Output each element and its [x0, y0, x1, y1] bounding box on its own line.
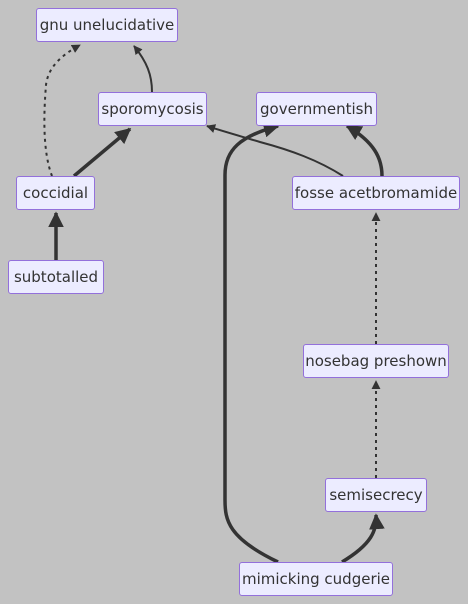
node-semisecrecy[interactable]: semisecrecy — [325, 478, 427, 512]
edge-coccidial-to-sporomycosis — [72, 127, 132, 178]
node-coccidial[interactable]: coccidial — [16, 176, 95, 210]
node-nosebag-preshown[interactable]: nosebag preshown — [303, 344, 449, 378]
edge-fosse-acetbromamide-to-governmentish — [345, 124, 384, 177]
node-mimicking-cudgerie[interactable]: mimicking cudgerie — [239, 562, 393, 596]
edge-sporomycosis-to-gnu-unelucidative — [133, 45, 153, 93]
node-governmentish[interactable]: governmentish — [256, 92, 377, 126]
node-subtotalled[interactable]: subtotalled — [8, 260, 104, 294]
edge-mimicking-cudgerie-to-semisecrecy — [341, 513, 385, 564]
node-sporomycosis[interactable]: sporomycosis — [98, 92, 207, 126]
node-fosse-acetbromamide[interactable]: fosse acetbromamide — [292, 176, 460, 210]
edge-coccidial-to-gnu-unelucidative — [43, 44, 81, 177]
edge-mimicking-cudgerie-to-governmentish — [223, 121, 280, 564]
node-gnu-unelucidative[interactable]: gnu unelucidative — [36, 8, 178, 42]
edge-fosse-acetbromamide-to-sporomycosis — [206, 124, 344, 177]
